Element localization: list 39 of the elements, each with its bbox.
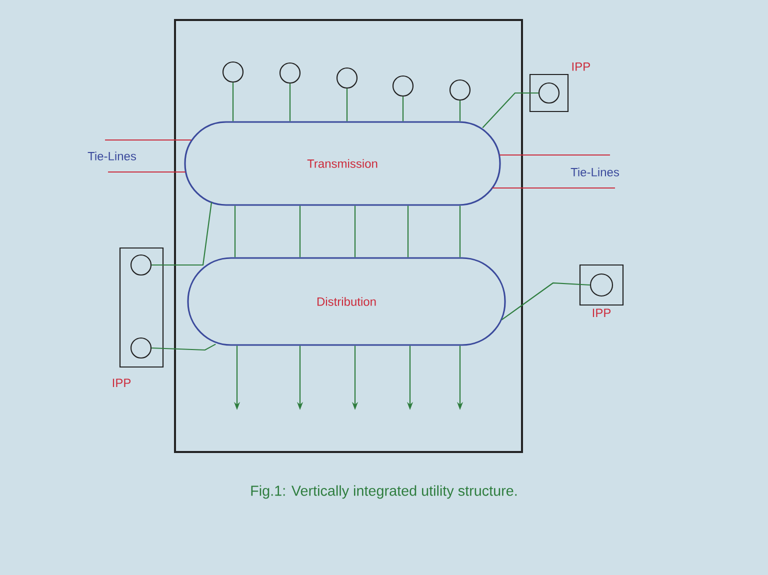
tie-line (492, 187, 615, 189)
generator-circle (392, 75, 414, 97)
connector-line (232, 82, 234, 122)
connector-line (354, 206, 356, 258)
connector-line (289, 84, 291, 122)
generator-circle (279, 62, 301, 84)
ipp-box: IPP (112, 247, 164, 387)
generator-circle (449, 79, 471, 101)
connector-line (402, 96, 404, 122)
connector-line (407, 206, 409, 258)
connector-line (346, 88, 348, 122)
generator-circle (130, 337, 152, 359)
connector-line (482, 92, 538, 128)
generator-circle (590, 273, 614, 297)
frame-box (174, 19, 523, 453)
connector-line (152, 344, 216, 351)
tie-line (105, 139, 192, 141)
generator-circle (538, 82, 560, 104)
ipp-box: IPP (529, 62, 590, 112)
connector-line (459, 100, 461, 122)
tie-line (500, 154, 610, 156)
node-label: IPP (592, 308, 611, 317)
connector-line (152, 202, 212, 266)
connector-line (299, 206, 301, 258)
figure-caption: Fig.1: Vertically integrated utility structure. (251, 485, 517, 499)
ipp-box: IPP (579, 264, 624, 317)
generator-circle (130, 254, 152, 276)
generator-circle (336, 67, 358, 89)
node-label: IPP (112, 378, 131, 387)
tie-line (108, 171, 186, 173)
transmission-band: Transmission (184, 121, 501, 206)
tie-lines-label: Tie-Lines (88, 152, 136, 160)
node-label: IPP (572, 62, 590, 71)
tie-lines-label: Tie-Lines (570, 168, 620, 176)
distribution-band: Distribution (187, 257, 506, 346)
connector-line (459, 206, 461, 258)
connector-line (234, 206, 236, 258)
generator-circle (222, 61, 244, 83)
connector-line (501, 282, 590, 320)
